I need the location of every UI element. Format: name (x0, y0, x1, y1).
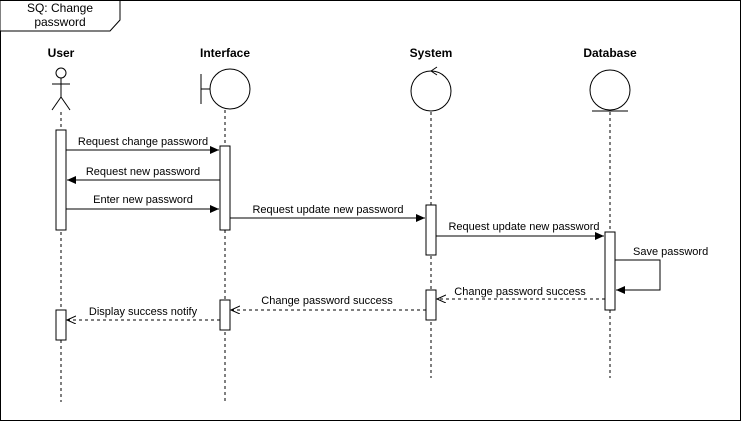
actor-icon (51, 67, 71, 111)
message-5-label: Request update new password (448, 221, 599, 233)
activation-user-1 (55, 129, 67, 231)
activation-interface-2 (219, 299, 231, 331)
message-7-label: Change password success (454, 286, 586, 298)
message-4-label: Request update new password (252, 204, 403, 216)
message-8-label: Change password success (261, 295, 393, 307)
control-icon (410, 66, 452, 112)
activation-database-1 (604, 231, 616, 311)
frame-title-tab (0, 0, 121, 32)
message-3-label: Enter new password (93, 194, 193, 206)
participant-user-name: User (48, 46, 75, 60)
message-2-label: Request new password (86, 166, 200, 178)
message-9-label: Display success notify (89, 306, 198, 318)
frame-title-line2: password (34, 15, 85, 29)
activation-system-1 (425, 204, 437, 256)
activation-interface-1 (219, 145, 231, 231)
participant-database-name: Database (583, 46, 637, 60)
boundary-icon (200, 68, 251, 110)
participant-interface-name: Interface (200, 46, 250, 60)
activation-system-2 (425, 289, 437, 321)
message-6-label: Save password (633, 246, 708, 258)
activation-user-2 (55, 309, 67, 341)
frame-title-line1: SQ: Change (27, 1, 93, 15)
message-1-label: Request change password (78, 136, 208, 148)
message-6-arrow (615, 259, 661, 294)
participant-system-name: System (410, 46, 453, 60)
entity-icon (589, 69, 631, 112)
